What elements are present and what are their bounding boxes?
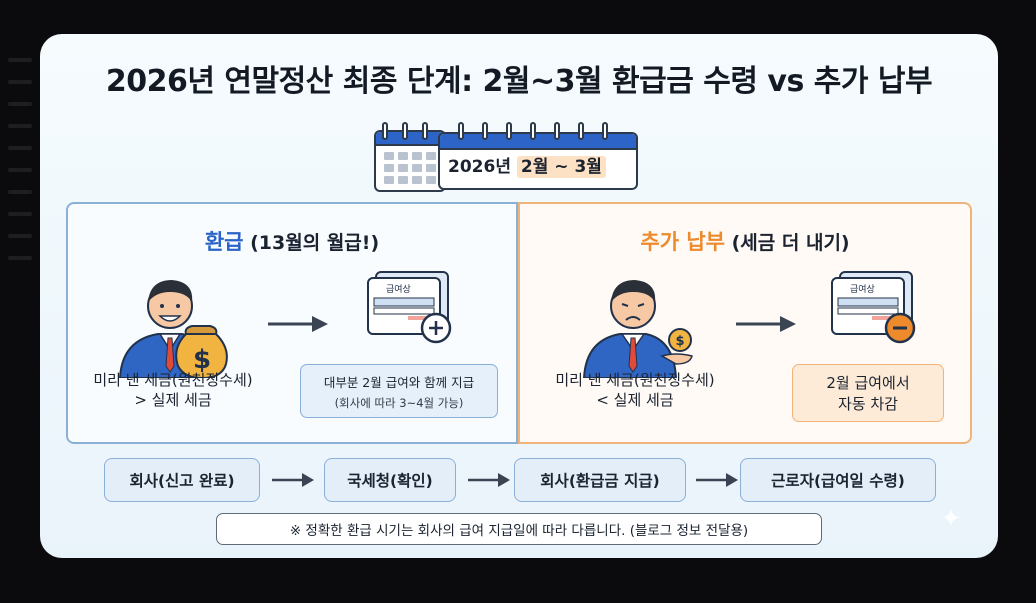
calendar-period: 2월 ~ 3월 <box>516 156 606 178</box>
sidebar-ghost <box>8 40 38 278</box>
refund-title: 환급 (13월의 월급!) <box>68 226 516 256</box>
payment-note-line2: 자동 차감 <box>838 395 898 413</box>
infographic-title: 2026년 연말정산 최종 단계: 2월~3월 환급금 수령 vs 추가 납부 <box>105 64 933 99</box>
payment-doc-label: 급여상 <box>850 285 875 295</box>
right-arrow-icon <box>736 316 796 332</box>
calendar-year: 2026년 <box>448 157 511 177</box>
refund-doc-label: 급여상 <box>386 285 411 295</box>
worried-person-with-coin-icon: $ <box>582 280 693 378</box>
flow-step-company-filing: 회사(신고 완료) <box>104 458 260 502</box>
infographic-card: 2026년 연말정산 최종 단계: 2월~3월 환급금 수령 vs 추가 납부 … <box>40 34 998 558</box>
payslip-plus-icon: 급여상 <box>358 270 458 350</box>
refund-note-line1: 대부분 2월 급여와 함께 지급 <box>323 375 475 390</box>
payment-title-accent: 추가 납부 <box>640 230 725 254</box>
additional-payment-panel: 추가 납부 (세금 더 내기) $ <box>518 202 972 444</box>
payment-caption-line1: 미리 낸 세금(원천징수세) <box>555 371 715 389</box>
refund-caption: 미리 낸 세금(원천징수세) > 실제 세금 <box>84 370 262 410</box>
calendar-rings <box>374 122 642 142</box>
svg-text:$: $ <box>193 345 211 375</box>
payment-note-box: 2월 급여에서 자동 차감 <box>792 364 944 422</box>
refund-note-box: 대부분 2월 급여와 함께 지급 (회사에 따라 3~4월 가능) <box>300 364 498 418</box>
flow-arrow-icon <box>272 473 314 487</box>
calendar-graphic: 2026년 2월 ~ 3월 <box>374 122 642 192</box>
refund-caption-line2: > 실제 세금 <box>134 391 212 409</box>
refund-title-rest: (13월의 월급!) <box>250 232 380 254</box>
happy-person-with-money-bag-icon: $ <box>118 280 228 378</box>
refund-panel: 환급 (13월의 월급!) $ <box>66 202 518 444</box>
payment-caption-line2: < 실제 세금 <box>596 391 674 409</box>
svg-text:$: $ <box>675 334 684 349</box>
payment-title: 추가 납부 (세금 더 내기) <box>520 226 970 256</box>
payment-title-rest: (세금 더 내기) <box>731 232 850 254</box>
flow-arrow-icon <box>696 473 738 487</box>
refund-note-line2: (회사에 따라 3~4월 가능) <box>334 396 464 410</box>
flow-step-company-payout: 회사(환급금 지급) <box>514 458 686 502</box>
payment-caption: 미리 낸 세금(원천징수세) < 실제 세금 <box>550 370 720 410</box>
right-arrow-icon <box>268 316 328 332</box>
flow-step-nts-check: 국세청(확인) <box>324 458 456 502</box>
small-calendar-icon <box>374 130 446 192</box>
refund-caption-line1: 미리 낸 세금(원천징수세) <box>93 371 253 389</box>
payment-note-line1: 2월 급여에서 <box>826 374 910 392</box>
sparkle-icon: ✦ <box>940 504 962 534</box>
refund-title-accent: 환급 <box>204 230 244 254</box>
payslip-minus-icon: 급여상 <box>822 270 922 350</box>
flow-arrow-icon <box>468 473 510 487</box>
calendar-period-label: 2026년 2월 ~ 3월 <box>448 152 606 178</box>
flow-step-worker-receive: 근로자(급여일 수령) <box>740 458 936 502</box>
footnote: ※ 정확한 환급 시기는 회사의 급여 지급일에 따라 다릅니다. (블로그 정… <box>216 513 822 545</box>
